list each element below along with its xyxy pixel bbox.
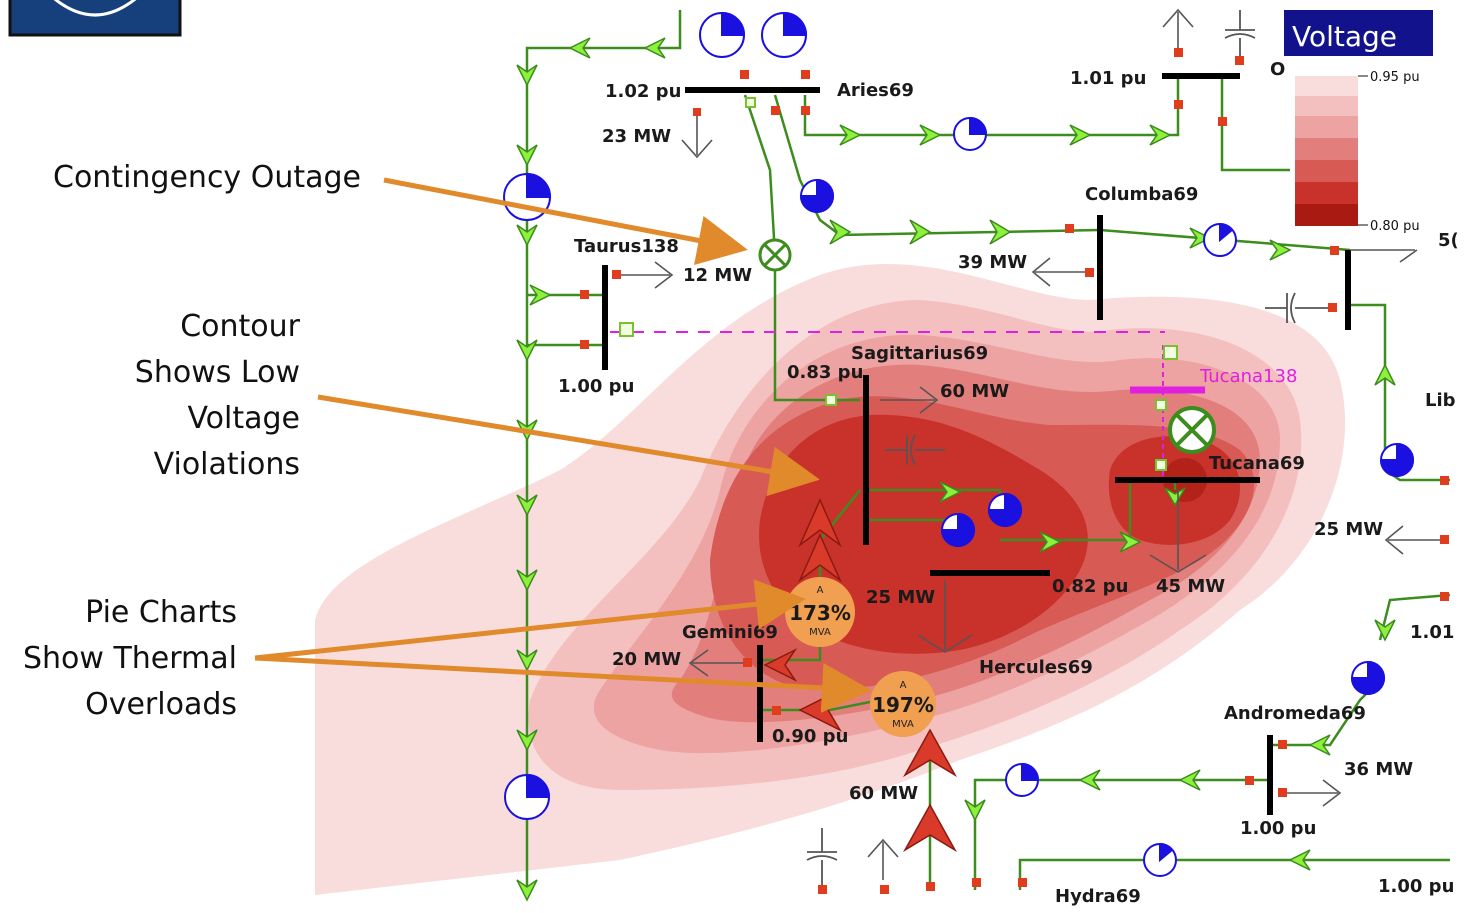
pie-aries-right (761, 11, 808, 58)
voltage-legend: Voltage 0.95 pu 0.80 pu (1284, 10, 1433, 234)
voltage-contour (315, 264, 1346, 895)
gemini-voltage: 0.90 pu (772, 726, 848, 747)
logo (8, 0, 182, 37)
bus-label-aries: Aries69 (837, 80, 914, 101)
bus-label-tucana69: Tucana69 (1209, 453, 1305, 474)
pie-left-lower (504, 773, 551, 820)
load-arrows (612, 8, 1440, 880)
pie-aries-left (699, 11, 746, 58)
tucana-load: 45 MW (1156, 576, 1225, 597)
hercules-gen: 25 MW (866, 587, 935, 608)
callout-contour: Contour Shows Low Voltage Violations (128, 304, 300, 488)
callout-contour-line-2: Shows Low (134, 355, 300, 390)
pie-unit-label: MVA (809, 627, 831, 638)
pie-unit-label: MVA (892, 719, 914, 730)
andromeda-voltage: 1.00 pu (1240, 818, 1316, 839)
overload-arrows (763, 498, 958, 853)
callout-contour-line-4: Violations (153, 447, 300, 482)
right-load: 25 MW (1314, 519, 1383, 540)
legend-title: Voltage (1292, 20, 1397, 53)
taurus-load: 12 MW (683, 265, 752, 286)
callout-arrows (254, 177, 872, 713)
aries-load: 23 MW (602, 126, 671, 147)
bus-label-tucana138: Tucana138 (1199, 366, 1297, 387)
callout-outage-text: Contingency Outage (53, 160, 361, 195)
bus-label-gemini: Gemini69 (682, 622, 778, 643)
edge-value: 5( (1438, 230, 1459, 251)
hercules-voltage: 0.82 pu (1052, 576, 1128, 597)
outage-symbol-tucana (1168, 406, 1216, 454)
pie-andromeda (1350, 660, 1385, 695)
bus-label-columba: Columba69 (1085, 184, 1198, 205)
hercules-overload-percent: 197% (872, 693, 934, 717)
callout-pies-line-3: Overloads (85, 687, 237, 722)
columba-load: 39 MW (958, 252, 1027, 273)
pie-lib (1379, 442, 1414, 477)
taurus-voltage: 1.00 pu (558, 376, 634, 397)
callout-pies-line-1: Pie Charts (85, 595, 237, 630)
overload-pie-hercules: A 197% MVA (870, 671, 936, 737)
bus-label-andromeda: Andromeda69 (1224, 703, 1366, 724)
callout-contour-line-3: Voltage (187, 401, 300, 436)
capacitor-symbols (806, 10, 1328, 885)
bus-label-lib: Lib (1425, 390, 1456, 411)
breakers (580, 48, 1449, 894)
callout-pie-charts: Pie Charts Show Thermal Overloads (12, 590, 237, 728)
open-breakers (619, 97, 1178, 471)
bottom-right-voltage: 1.00 pu (1378, 876, 1454, 897)
pie-hercules-2 (940, 512, 975, 547)
callout-pies-line-2: Show Thermal (22, 641, 237, 676)
o-label: O (1270, 59, 1285, 80)
bus-label-hydra: Hydra69 (1055, 886, 1141, 907)
bus-label-sagittarius: Sagittarius69 (851, 343, 988, 364)
andromeda-load: 36 MW (1344, 759, 1413, 780)
top-right-voltage: 1.01 pu (1070, 68, 1146, 89)
legend-bottom-tick: 0.80 pu (1370, 219, 1420, 234)
pie-a-label: A (900, 680, 907, 691)
legend-top-tick: 0.95 pu (1370, 70, 1420, 85)
gemini-load: 20 MW (612, 649, 681, 670)
value-labels: 1.02 pu 23 MW 1.01 pu O 12 MW 1.00 pu 39… (558, 59, 1459, 897)
bus-bars (602, 73, 1351, 815)
pie-aries-branch (799, 178, 834, 213)
pie-top-mid (953, 116, 988, 151)
callout-contingency-outage: Contingency Outage (53, 155, 361, 201)
overload-pie-gemini: A 173% MVA (785, 577, 855, 647)
pie-columba-right (1203, 222, 1237, 257)
sagittarius-load: 60 MW (940, 381, 1009, 402)
pie-hercules-1 (987, 492, 1022, 527)
bus-label-taurus: Taurus138 (574, 236, 679, 257)
bus-label-hercules: Hercules69 (979, 657, 1093, 678)
pie-bottom-right (1143, 842, 1177, 877)
bus-labels: Aries69 Columba69 Taurus138 Sagittarius6… (574, 80, 1456, 907)
pie-a-label: A (817, 585, 824, 596)
callout-contour-line-1: Contour (180, 309, 300, 344)
aries-voltage: 1.02 pu (605, 81, 681, 102)
pie-bottom-mid (1005, 762, 1040, 797)
right-voltage: 1.01 (1410, 622, 1454, 643)
pie-charts (503, 11, 1414, 877)
gemini-overload-percent: 173% (789, 601, 851, 625)
outage-symbol (758, 238, 792, 272)
sagittarius-voltage: 0.83 pu (787, 362, 863, 383)
bottom-gen: 60 MW (849, 783, 918, 804)
